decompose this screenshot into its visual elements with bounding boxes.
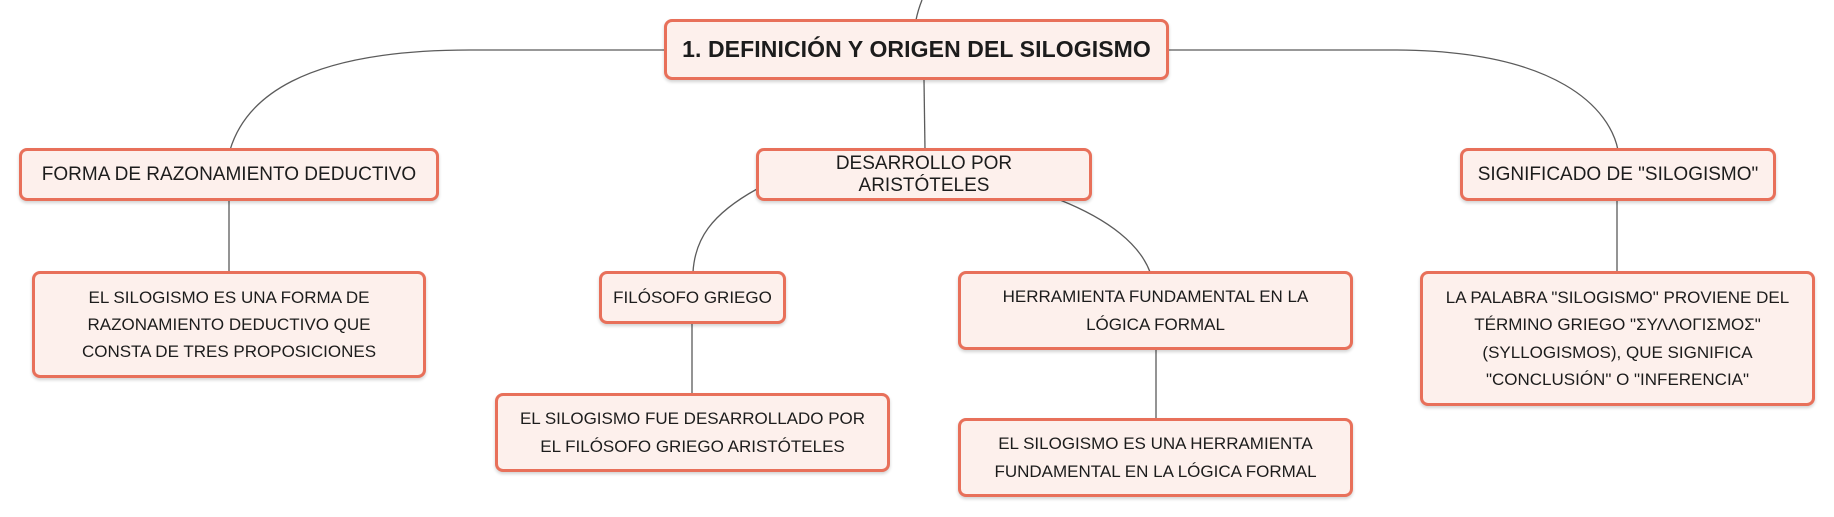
subtopic-filosofo-griego-label: FILÓSOFO GRIEGO [613,287,772,307]
topic-desarrollo-aristoteles[interactable]: DESARROLLO POR ARISTÓTELES [756,148,1092,201]
topic-forma-razonamiento[interactable]: FORMA DE RAZONAMIENTO DEDUCTIVO [19,148,439,201]
topic-significado-silogismo[interactable]: SIGNIFICADO DE "SILOGISMO" [1460,148,1776,201]
connector-root-to-significado [1168,49,1619,151]
connector-root-to-desarrollo [923,79,926,151]
connector-desarrollo-to-filosofo [692,188,758,273]
subtopic-filosofo-griego[interactable]: FILÓSOFO GRIEGO [599,271,786,324]
connector-root-to-forma [229,49,665,151]
subtopic-desarrollado-aristoteles-label: EL SILOGISMO FUE DESARROLLADO POR EL FIL… [519,409,866,456]
root-topic-node[interactable]: 1. DEFINICIÓN Y ORIGEN DEL SILOGISMO [664,19,1169,80]
subtopic-herramienta-logica-formal[interactable]: EL SILOGISMO ES UNA HERRAMIENTA FUNDAMEN… [958,418,1353,497]
connector-parent-to-root [915,0,923,21]
subtopic-palabra-silogismo-label: LA PALABRA "SILOGISMO" PROVIENE DEL TÉRM… [1445,288,1790,389]
subtopic-herramienta-fundamental[interactable]: HERRAMIENTA FUNDAMENTAL EN LA LÓGICA FOR… [958,271,1353,350]
subtopic-desarrollado-aristoteles[interactable]: EL SILOGISMO FUE DESARROLLADO POR EL FIL… [495,393,890,472]
connector-desarrollo-to-herramienta [1059,199,1151,273]
subtopic-herramienta-fundamental-label: HERRAMIENTA FUNDAMENTAL EN LA LÓGICA FOR… [1002,287,1309,334]
topic-desarrollo-aristoteles-label: DESARROLLO POR ARISTÓTELES [835,152,1013,196]
root-topic-label: 1. DEFINICIÓN Y ORIGEN DEL SILOGISMO [682,36,1151,62]
subtopic-herramienta-logica-formal-label: EL SILOGISMO ES UNA HERRAMIENTA FUNDAMEN… [994,434,1317,481]
topic-forma-razonamiento-label: FORMA DE RAZONAMIENTO DEDUCTIVO [41,163,417,185]
topic-significado-silogismo-label: SIGNIFICADO DE "SILOGISMO" [1477,163,1759,185]
subtopic-silogismo-forma[interactable]: EL SILOGISMO ES UNA FORMA DE RAZONAMIENT… [32,271,426,378]
subtopic-silogismo-forma-label: EL SILOGISMO ES UNA FORMA DE RAZONAMIENT… [81,287,377,362]
subtopic-palabra-silogismo[interactable]: LA PALABRA "SILOGISMO" PROVIENE DEL TÉRM… [1420,271,1815,406]
